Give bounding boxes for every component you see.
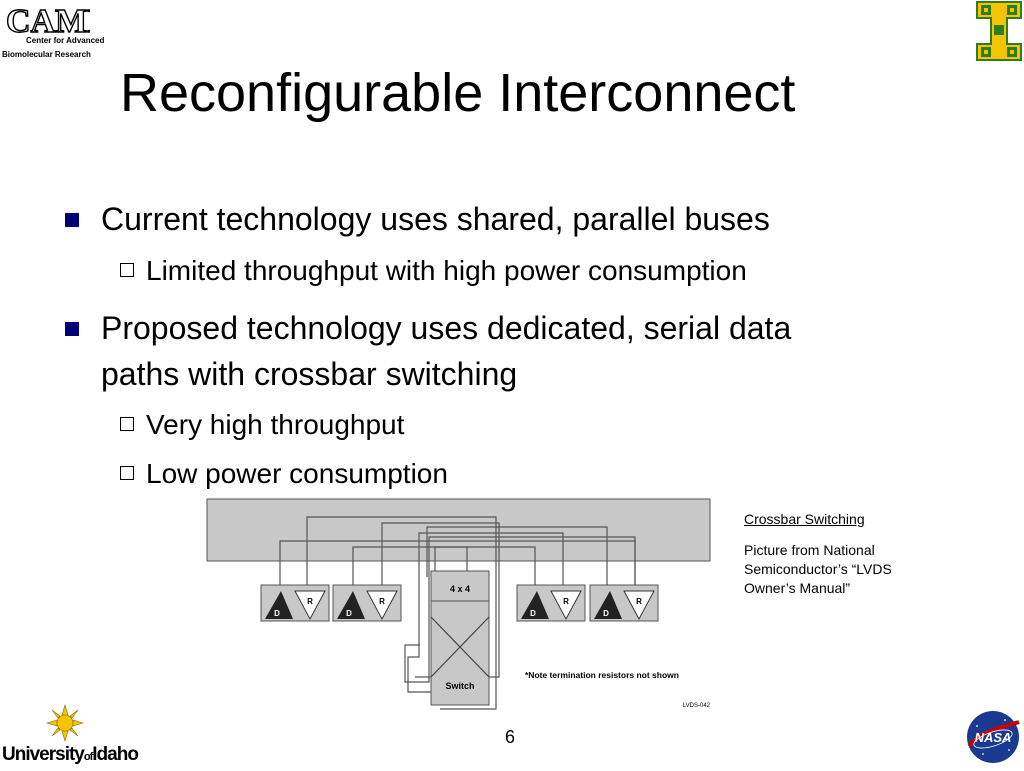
hollow-square-icon xyxy=(120,417,134,431)
university-of-idaho-logo: UniversityofIdaho xyxy=(0,700,140,768)
cambr-logo-line1: Center for Advanced xyxy=(26,36,105,45)
nasa-label: NASA xyxy=(975,730,1012,745)
bullet-current-technology: Current technology uses shared, parallel… xyxy=(65,196,770,242)
receiver-label: R xyxy=(636,597,642,606)
driver-label: D xyxy=(274,609,280,618)
cambr-logo-mark: CAMBR xyxy=(6,2,90,36)
receiver-label: R xyxy=(563,597,569,606)
caption-title: Crossbar Switching xyxy=(744,511,865,527)
caption-body: Picture from National Semiconductor’s “L… xyxy=(744,542,892,596)
hollow-square-icon xyxy=(120,466,134,480)
crossbar-diagram: D R D R D R D R xyxy=(205,497,713,713)
bullet-text-line1: Proposed technology uses dedicated, seri… xyxy=(101,310,792,346)
hollow-square-icon xyxy=(120,263,134,277)
bullet-square-icon xyxy=(65,322,79,336)
cambr-logo-line2: Biomolecular Research xyxy=(2,50,91,59)
sub-bullet-low-power: Low power consumption xyxy=(120,458,448,490)
page-number: 6 xyxy=(505,727,516,747)
university-word: University xyxy=(2,744,85,765)
driver-receiver-pair-2: D R xyxy=(332,584,402,622)
crossbar-switch: 4 x 4 Switch xyxy=(430,570,490,706)
sub-bullet-text: Low power consumption xyxy=(146,458,448,489)
university-name: UniversityofIdaho xyxy=(2,744,139,766)
driver-receiver-pair-1: D R xyxy=(260,584,330,622)
bullet-text: Current technology uses shared, parallel… xyxy=(101,201,770,237)
receiver-label: R xyxy=(307,597,313,606)
bullet-square-icon xyxy=(65,213,79,227)
cambr-logo: CAMBR Center for Advanced Biomolecular R… xyxy=(2,2,105,60)
of-word: of xyxy=(83,751,93,763)
sub-bullet-high-throughput: Very high throughput xyxy=(120,409,405,441)
figure-id: LVDS-042 xyxy=(683,703,711,709)
idaho-i-icon xyxy=(975,0,1023,62)
sun-icon xyxy=(46,704,84,742)
driver-receiver-pair-3: D R xyxy=(516,584,586,622)
cambr-logo-text: CAMBR xyxy=(6,3,90,36)
driver-label: D xyxy=(346,609,352,618)
driver-label: D xyxy=(603,609,609,618)
slide-title: Reconfigurable Interconnect xyxy=(120,63,796,123)
driver-label: D xyxy=(530,609,536,618)
sub-bullet-text: Very high throughput xyxy=(146,409,405,440)
switch-size-label: 4 x 4 xyxy=(450,584,470,594)
backplane xyxy=(206,498,711,562)
sub-bullet-limited-throughput: Limited throughput with high power consu… xyxy=(120,255,747,287)
switch-label: Switch xyxy=(445,681,474,691)
bullet-proposed-technology: Proposed technology uses dedicated, seri… xyxy=(65,305,792,397)
sub-bullet-text: Limited throughput with high power consu… xyxy=(146,255,747,286)
idaho-word: Idaho xyxy=(92,744,139,765)
bullet-text-line2: paths with crossbar switching xyxy=(101,356,518,392)
diagram-note: *Note termination resistors not shown xyxy=(525,670,679,680)
nasa-logo: NASA xyxy=(963,708,1023,766)
receiver-label: R xyxy=(379,597,385,606)
driver-receiver-pair-4: D R xyxy=(589,584,659,622)
